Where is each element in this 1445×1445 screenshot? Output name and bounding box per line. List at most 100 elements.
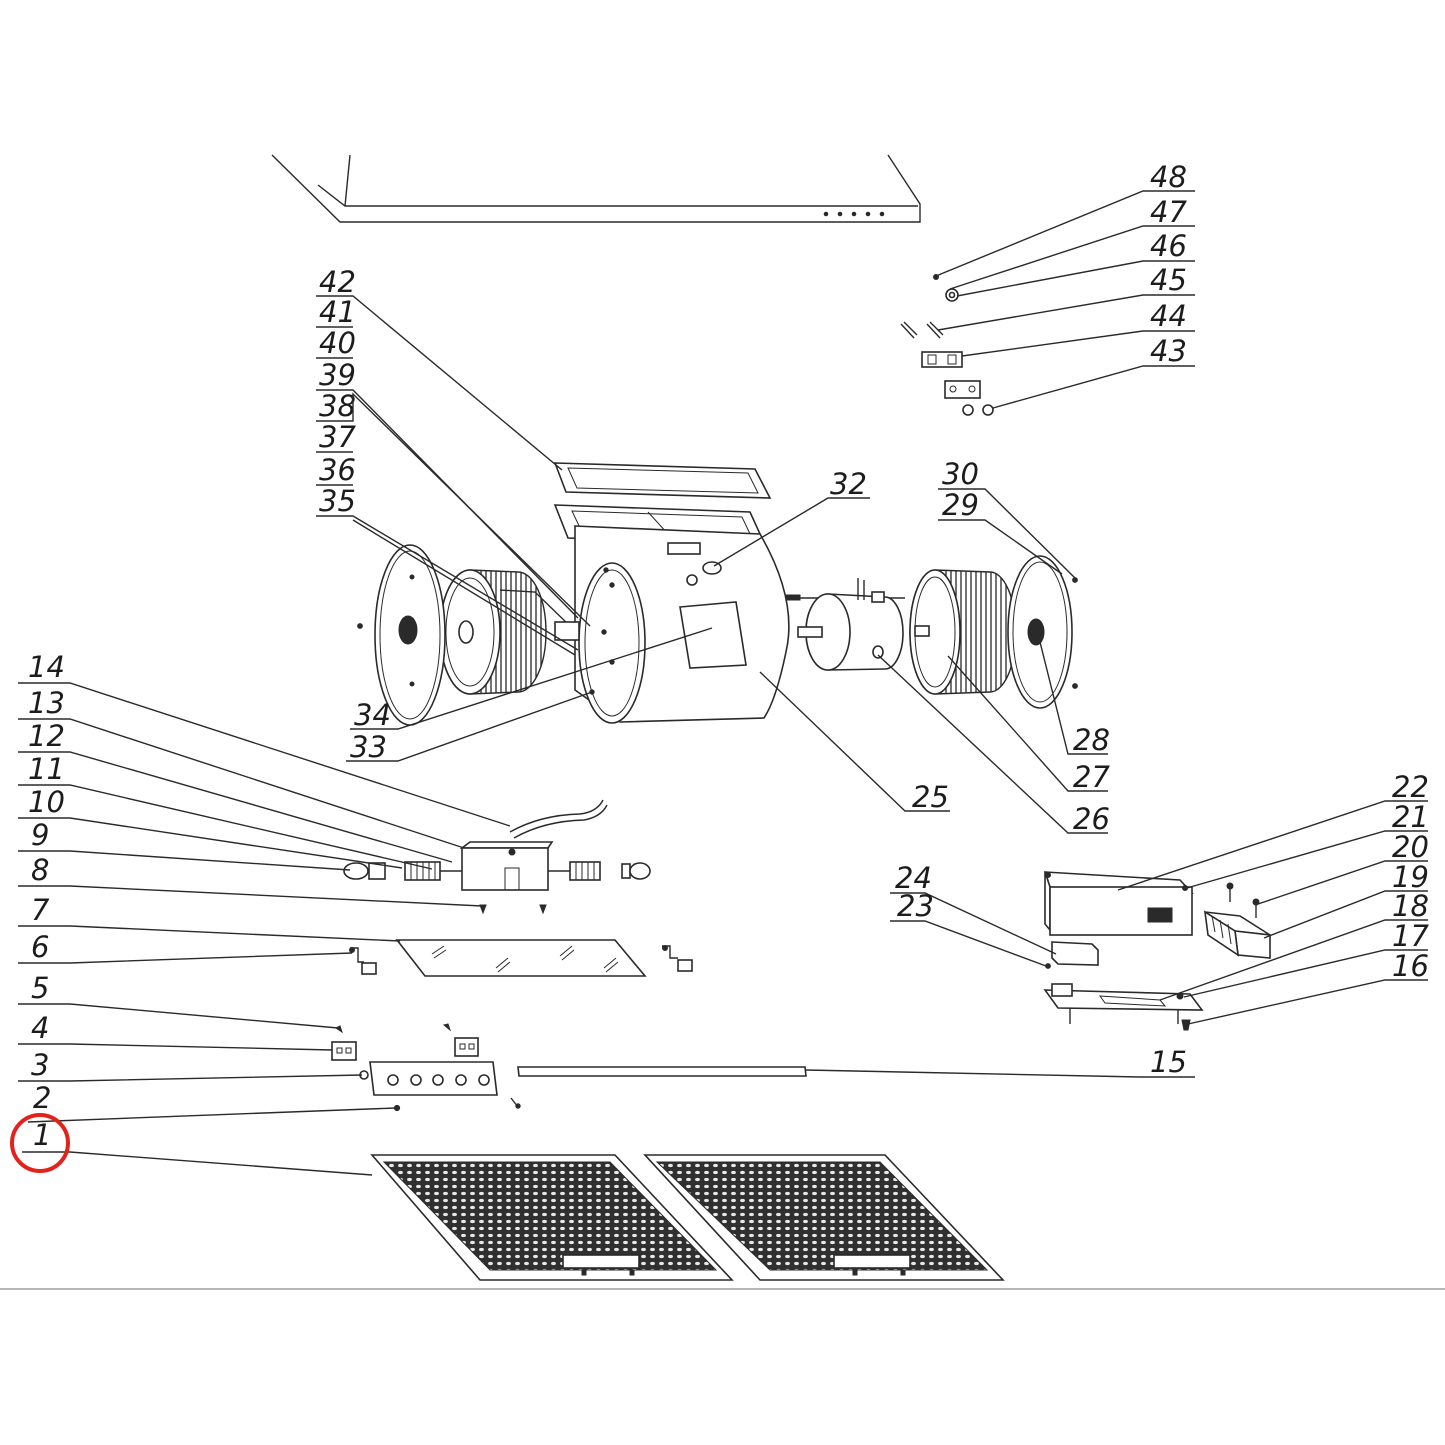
circuit-board xyxy=(1043,983,1204,1031)
part-number-12: 12 xyxy=(28,719,65,753)
callout-1: 1 xyxy=(22,1118,373,1176)
part-number-15: 15 xyxy=(1150,1045,1187,1079)
callout-47: 47 xyxy=(949,195,1195,290)
callout-23: 23 xyxy=(890,889,1047,967)
callout-10: 10 xyxy=(18,785,403,869)
glass-bracket-right xyxy=(662,945,693,972)
part-number-45: 45 xyxy=(1150,263,1187,297)
left-inlet-plate xyxy=(357,544,446,726)
terminal-block xyxy=(1203,882,1271,959)
glass-bracket-left xyxy=(349,947,377,975)
part-number-42: 42 xyxy=(319,265,356,299)
part-number-4: 4 xyxy=(31,1011,49,1045)
motor xyxy=(785,578,905,671)
control-box xyxy=(1043,871,1194,936)
part-number-10: 10 xyxy=(28,785,65,819)
callout-32: 32 xyxy=(713,467,870,567)
part-number-41: 41 xyxy=(319,295,356,329)
callout-25: 25 xyxy=(759,671,950,814)
part-number-43: 43 xyxy=(1150,334,1187,368)
part-number-22: 22 xyxy=(1392,770,1429,804)
part-number-40: 40 xyxy=(319,326,356,360)
part-number-18: 18 xyxy=(1392,889,1429,923)
bracket-hardware xyxy=(900,274,994,416)
callout-22: 22 xyxy=(1117,770,1429,891)
part-number-3: 3 xyxy=(31,1048,49,1082)
right-inlet-plate xyxy=(1007,555,1078,709)
part-number-32: 32 xyxy=(830,467,867,501)
callout-18: 18 xyxy=(1159,889,1429,1001)
part-number-34: 34 xyxy=(354,698,391,732)
part-number-7: 7 xyxy=(31,893,50,927)
callout-30: 30 xyxy=(938,457,1076,579)
part-number-29: 29 xyxy=(942,488,979,522)
grease-filter-left xyxy=(370,1154,734,1281)
callout-16: 16 xyxy=(1187,949,1429,1025)
callout-37: 37 xyxy=(316,420,356,454)
part-number-37: 37 xyxy=(319,420,356,454)
part-number-8: 8 xyxy=(31,853,49,887)
part-number-11: 11 xyxy=(28,752,65,786)
callout-27: 27 xyxy=(947,655,1110,794)
callout-46: 46 xyxy=(956,229,1195,297)
part-number-21: 21 xyxy=(1392,800,1429,834)
part-number-17: 17 xyxy=(1392,919,1429,953)
part-number-20: 20 xyxy=(1392,830,1429,864)
part-number-19: 19 xyxy=(1392,860,1429,894)
part-number-23: 23 xyxy=(897,889,934,923)
callout-14: 14 xyxy=(18,650,511,827)
callout-42: 42 xyxy=(316,265,563,471)
callout-2: 2 xyxy=(27,1081,396,1123)
part-number-39: 39 xyxy=(319,358,356,392)
part-number-48: 48 xyxy=(1150,160,1187,194)
part-number-13: 13 xyxy=(28,686,65,720)
control-panel xyxy=(359,1061,521,1112)
part-number-25: 25 xyxy=(912,780,949,814)
part-number-30: 30 xyxy=(942,457,979,491)
callout-17: 17 xyxy=(1183,919,1429,998)
callout-38: 38 xyxy=(316,389,591,627)
callout-33: 33 xyxy=(346,691,593,764)
callout-35: 35 xyxy=(316,484,579,656)
callout-29: 29 xyxy=(938,488,1063,575)
part-number-33: 33 xyxy=(350,730,387,764)
front-rail xyxy=(517,1066,807,1077)
callout-40: 40 xyxy=(316,326,356,360)
part-number-27: 27 xyxy=(1073,760,1110,794)
callout-6: 6 xyxy=(18,930,353,964)
part-number-6: 6 xyxy=(31,930,49,964)
part-number-24: 24 xyxy=(895,861,932,895)
callout-21: 21 xyxy=(1186,800,1429,889)
part-number-47: 47 xyxy=(1150,195,1187,229)
callout-5: 5 xyxy=(18,971,339,1029)
capacitor xyxy=(1045,941,1099,969)
part-number-44: 44 xyxy=(1150,299,1187,333)
part-number-5: 5 xyxy=(31,971,49,1005)
callout-7: 7 xyxy=(18,893,401,942)
grease-filter-right xyxy=(643,1154,1005,1281)
part-number-36: 36 xyxy=(319,453,356,487)
part-number-38: 38 xyxy=(319,389,356,423)
callout-28: 28 xyxy=(1037,633,1110,757)
callout-11: 11 xyxy=(18,752,433,870)
callout-48: 48 xyxy=(935,160,1195,277)
switch-block-right xyxy=(442,1023,479,1057)
callout-44: 44 xyxy=(961,299,1195,357)
top-flange-gasket xyxy=(553,462,772,499)
part-number-35: 35 xyxy=(319,484,356,518)
callout-39: 39 xyxy=(316,358,579,619)
callout-20: 20 xyxy=(1257,830,1429,905)
part-number-26: 26 xyxy=(1073,802,1110,836)
light-switch-assembly xyxy=(343,799,651,915)
callout-3: 3 xyxy=(18,1048,363,1082)
callout-41: 41 xyxy=(316,295,356,329)
callout-43: 43 xyxy=(992,334,1195,409)
part-number-9: 9 xyxy=(31,818,49,852)
callout-34: 34 xyxy=(350,627,713,732)
callout-19: 19 xyxy=(1263,860,1429,939)
callout-4: 4 xyxy=(18,1011,333,1051)
right-fan-wheel xyxy=(909,569,1017,695)
part-number-16: 16 xyxy=(1392,949,1429,983)
blower-housing xyxy=(574,525,790,724)
